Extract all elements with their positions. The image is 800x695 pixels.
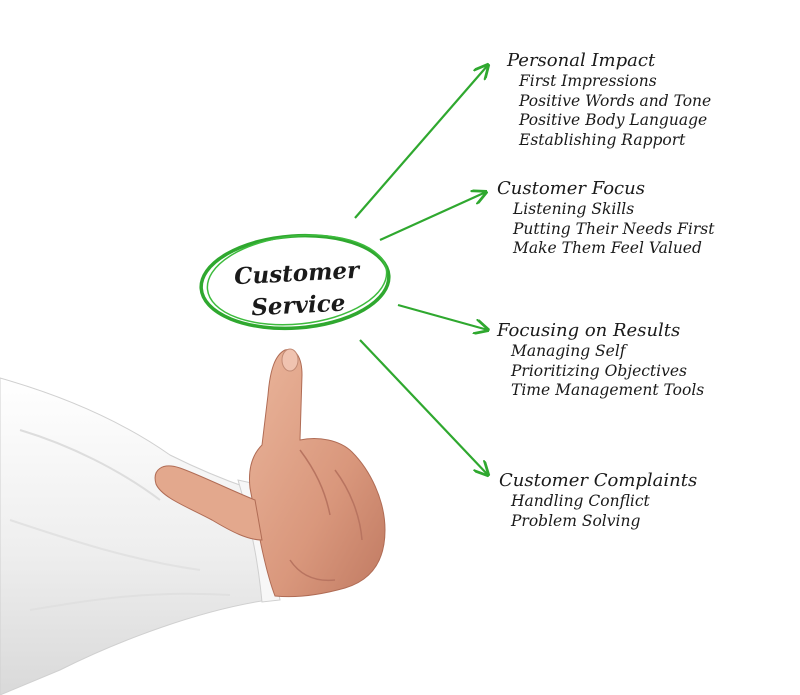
branch-personal-impact: Personal Impact First Impressions Positi… [507, 50, 711, 150]
branch-item: Problem Solving [511, 511, 641, 530]
branch-item: Positive Words and Tone [519, 91, 712, 110]
branch-item: Handling Conflict [511, 492, 650, 510]
branch-item: Listening Skills [513, 200, 635, 218]
branch-item-list: Handling Conflict Problem Solving [499, 492, 697, 531]
center-ellipse [199, 233, 391, 331]
branch-item: Managing Self [511, 342, 626, 360]
branch-title: Personal Impact [507, 50, 656, 71]
pointing-hand-illustration [0, 348, 386, 695]
branch-customer-focus: Customer Focus Listening Skills Putting … [497, 178, 714, 259]
arrow-personal-impact [354, 65, 488, 219]
branch-item: Establishing Rapport [519, 130, 686, 149]
hand-thumb [154, 465, 263, 541]
branch-item-list: Listening Skills Putting Their Needs Fir… [497, 200, 714, 259]
branch-item: Putting Their Needs First [513, 219, 715, 238]
hand-palm [249, 349, 386, 598]
branch-item: Positive Body Language [519, 111, 708, 129]
branch-title: Customer Complaints [499, 470, 698, 491]
arrow-focusing-results [397, 303, 488, 330]
branch-item-list: First Impressions Positive Words and Ton… [507, 72, 711, 150]
branch-item-list: Managing Self Prioritizing Objectives Ti… [497, 342, 704, 401]
branch-title: Focusing on Results [497, 320, 681, 341]
shirt-sleeve [0, 377, 269, 695]
branch-item: Prioritizing Objectives [511, 361, 687, 380]
arrow-customer-focus [379, 192, 486, 242]
branch-customer-complaints: Customer Complaints Handling Conflict Pr… [499, 470, 697, 531]
branch-item: First Impressions [519, 72, 657, 90]
center-title: Customer Service [203, 253, 391, 327]
arrow-customer-complaints [359, 339, 488, 475]
branch-focusing-on-results: Focusing on Results Managing Self Priori… [497, 320, 704, 401]
branch-item: Time Management Tools [511, 381, 705, 399]
branch-item: Make Them Feel Valued [513, 239, 702, 257]
branch-title: Customer Focus [497, 178, 645, 199]
